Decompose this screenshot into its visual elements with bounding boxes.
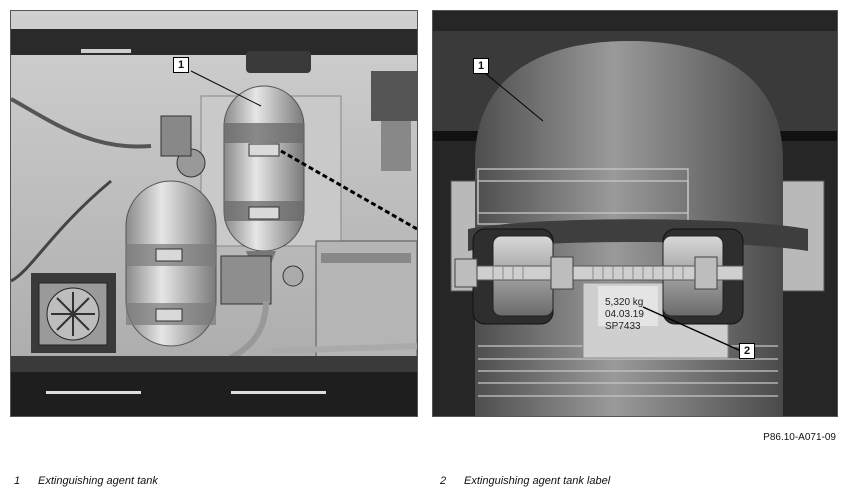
- engine-compartment-illustration: [11, 11, 417, 416]
- tank-label-sticker: 5,320 kg 04.03.19 SP7433: [605, 297, 644, 333]
- legend-num-1: 1: [14, 475, 21, 487]
- legend-text-1: Extinguishing agent tank: [38, 475, 158, 487]
- figure-reference: P86.10-A071-09: [763, 432, 836, 443]
- legend-num-2: 2: [440, 475, 447, 487]
- callout-1-left: 1: [173, 57, 189, 73]
- callout-1-right: 1: [473, 58, 489, 74]
- detail-photo: 5,320 kg 04.03.19 SP7433 1 2: [432, 10, 838, 417]
- tank-label-weight: 5,320 kg: [605, 297, 644, 308]
- legend-text-2: Extinguishing agent tank label: [464, 475, 611, 487]
- tank-label-date: 04.03.19: [605, 309, 644, 320]
- callout-2-right: 2: [739, 343, 755, 359]
- overview-photo: 1: [10, 10, 418, 417]
- tank-label-code: SP7433: [605, 321, 641, 332]
- tank-closeup-illustration: [433, 11, 837, 416]
